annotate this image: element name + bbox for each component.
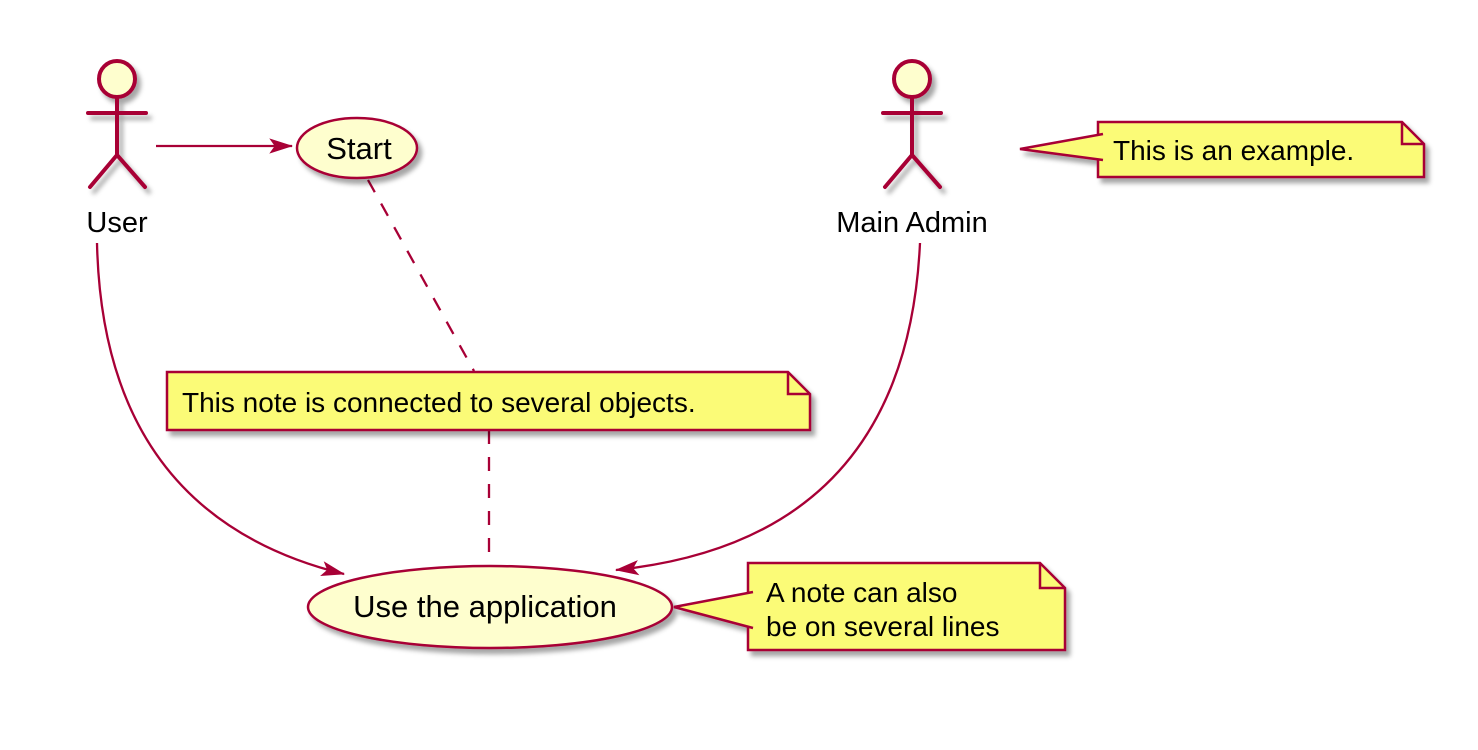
note-example-pointer [1019, 132, 1104, 162]
usecase-use-application: Use the application [306, 564, 674, 650]
actor-head [892, 59, 932, 99]
actor-leg-left [88, 153, 119, 189]
note-example: This is an example. [1019, 120, 1426, 179]
note-connector-start [366, 179, 476, 372]
actor-head [97, 59, 137, 99]
person-icon [86, 59, 148, 189]
actor-main-admin-label: Main Admin [836, 207, 988, 239]
note-multiline-text-line1: A note can also [766, 577, 957, 608]
edge-user-to-use-application [95, 242, 346, 576]
note-fold-icon [1038, 563, 1065, 590]
note-several-objects-text: This note is connected to several object… [182, 387, 696, 418]
actor-leg-right [115, 153, 147, 189]
note-fold-icon [786, 372, 810, 396]
note-example-text: This is an example. [1113, 135, 1354, 166]
edge-main-admin-to-use-application [614, 242, 922, 576]
note-fold-icon [1400, 122, 1424, 146]
note-multiline: A note can also be on several lines [673, 561, 1067, 652]
note-several-objects-body [165, 370, 812, 432]
person-icon [881, 59, 943, 189]
actor-main-admin: Main Admin [836, 59, 988, 239]
actor-leg-right [910, 153, 942, 189]
actor-leg-left [883, 153, 914, 189]
usecase-use-application-ellipse [306, 564, 674, 650]
usecase-start: Start [295, 116, 419, 180]
note-multiline-body [746, 561, 1067, 652]
note-multiline-pointer [673, 590, 754, 630]
note-example-body [1096, 120, 1426, 179]
note-several-objects: This note is connected to several object… [165, 370, 812, 432]
usecase-use-application-label: Use the application [353, 589, 617, 624]
edges [95, 138, 922, 576]
actor-user: User [86, 59, 148, 239]
usecase-start-ellipse [295, 116, 419, 180]
usecase-start-label: Start [326, 131, 392, 166]
actor-user-label: User [86, 207, 148, 239]
note-multiline-text-line2: be on several lines [766, 611, 999, 642]
